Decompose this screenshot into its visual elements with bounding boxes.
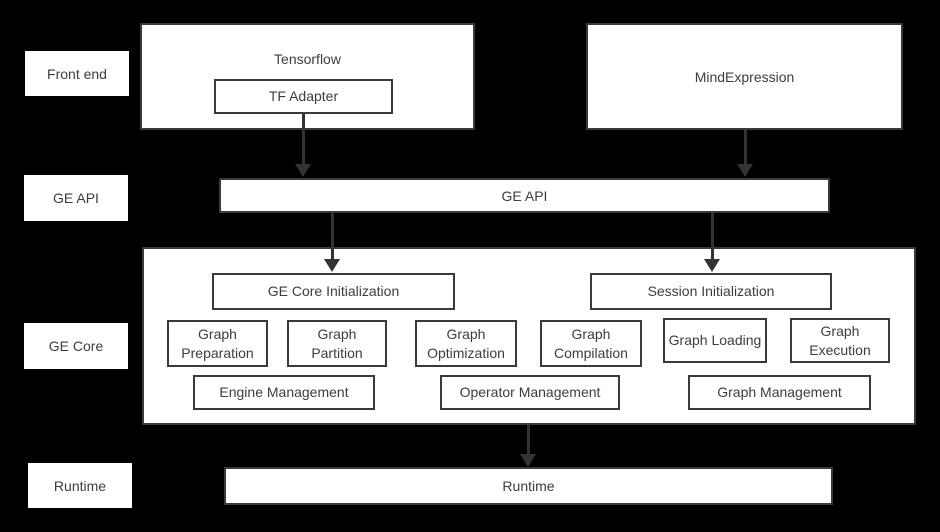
- arrow-head-icon: [324, 259, 340, 272]
- ge-api-bar-label: GE API: [501, 187, 548, 204]
- mindexpression-panel: MindExpression: [586, 23, 903, 130]
- runtime-bar-label: Runtime: [502, 478, 555, 494]
- operator-management-box: Operator Management: [440, 375, 620, 410]
- row-label-ge-core: GE Core: [24, 323, 128, 369]
- row-label-runtime: Runtime: [28, 463, 132, 508]
- stage-box-graph-execution: Graph Execution: [790, 318, 890, 363]
- arrow-line: [330, 213, 334, 262]
- arrow-head-icon: [737, 164, 753, 177]
- connector-ge-core-to-runtime: [520, 425, 536, 467]
- arrow-head-icon: [520, 454, 536, 467]
- arrow-line: [526, 425, 530, 457]
- connector-mindexpression-to-ge-api: [737, 130, 753, 177]
- connector-ge-api-to-ge-core-initialization: [324, 213, 340, 272]
- row-label-front-end: Front end: [25, 51, 129, 96]
- arrow-line: [710, 213, 714, 262]
- connector-tf-adapter-to-ge-api: [295, 114, 311, 177]
- session-initialization-box: Session Initialization: [590, 273, 832, 310]
- arrow-line: [743, 130, 747, 167]
- tensorflow-panel: Tensorflow TF Adapter: [140, 23, 475, 130]
- mindexpression-label: MindExpression: [694, 68, 795, 85]
- arrow-line: [301, 114, 305, 167]
- stage-box-graph-preparation: Graph Preparation: [167, 320, 268, 367]
- ge-core-panel: GE Core Initialization Session Initializ…: [142, 247, 916, 425]
- stage-box-graph-optimization: Graph Optimization: [415, 320, 517, 367]
- ge-api-bar: GE API: [219, 178, 830, 213]
- graph-management-box: Graph Management: [688, 375, 871, 410]
- stage-box-graph-loading: Graph Loading: [663, 318, 767, 363]
- runtime-bar: Runtime: [224, 467, 833, 505]
- row-label-ge-api: GE API: [24, 175, 128, 221]
- arrow-head-icon: [295, 164, 311, 177]
- tf-adapter-box: TF Adapter: [214, 79, 393, 114]
- arrow-head-icon: [704, 259, 720, 272]
- connector-ge-api-to-session-initialization: [704, 213, 720, 272]
- engine-management-box: Engine Management: [193, 375, 375, 410]
- tensorflow-label: Tensorflow: [274, 51, 341, 67]
- ge-core-initialization-box: GE Core Initialization: [212, 273, 455, 310]
- stage-box-graph-partition: Graph Partition: [287, 320, 387, 367]
- stage-box-graph-compilation: Graph Compilation: [540, 320, 642, 367]
